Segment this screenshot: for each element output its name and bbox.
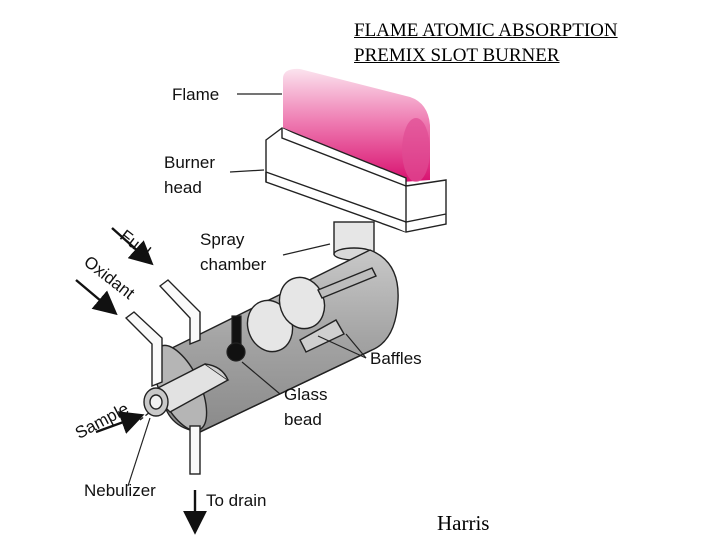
spray-chamber-label-1: Spray bbox=[200, 230, 245, 249]
baffles bbox=[246, 267, 377, 353]
drain-label: To drain bbox=[206, 491, 267, 510]
credit: Harris bbox=[437, 511, 490, 535]
leader-lines bbox=[127, 93, 367, 487]
oxidant-arrow bbox=[75, 279, 118, 316]
burner-head-label-1: Burner bbox=[164, 153, 216, 172]
glass-bead bbox=[226, 315, 246, 362]
glass-bead-label-2: bead bbox=[284, 410, 322, 429]
fuel-arrow bbox=[111, 227, 154, 266]
sample-arrow bbox=[95, 411, 145, 434]
glass-bead-label-1: Glass bbox=[284, 385, 328, 404]
page-title: FLAME ATOMIC ABSORPTION PREMIX SLOT BURN… bbox=[354, 18, 618, 68]
title-line-1: FLAME ATOMIC ABSORPTION bbox=[354, 20, 618, 41]
nebulizer-body bbox=[139, 363, 230, 421]
drain-pipe bbox=[189, 425, 201, 475]
baffles-label: Baffles bbox=[370, 349, 422, 368]
burner-head bbox=[265, 127, 447, 233]
nebulizer-label: Nebulizer bbox=[84, 481, 156, 500]
burner-head-label-2: head bbox=[164, 178, 202, 197]
flame-label: Flame bbox=[172, 85, 220, 104]
inlet-pipes bbox=[124, 279, 201, 388]
spray-chamber-label-2: chamber bbox=[200, 255, 267, 274]
title-line-2: PREMIX SLOT BURNER bbox=[354, 45, 560, 66]
flame-shape bbox=[282, 68, 430, 182]
